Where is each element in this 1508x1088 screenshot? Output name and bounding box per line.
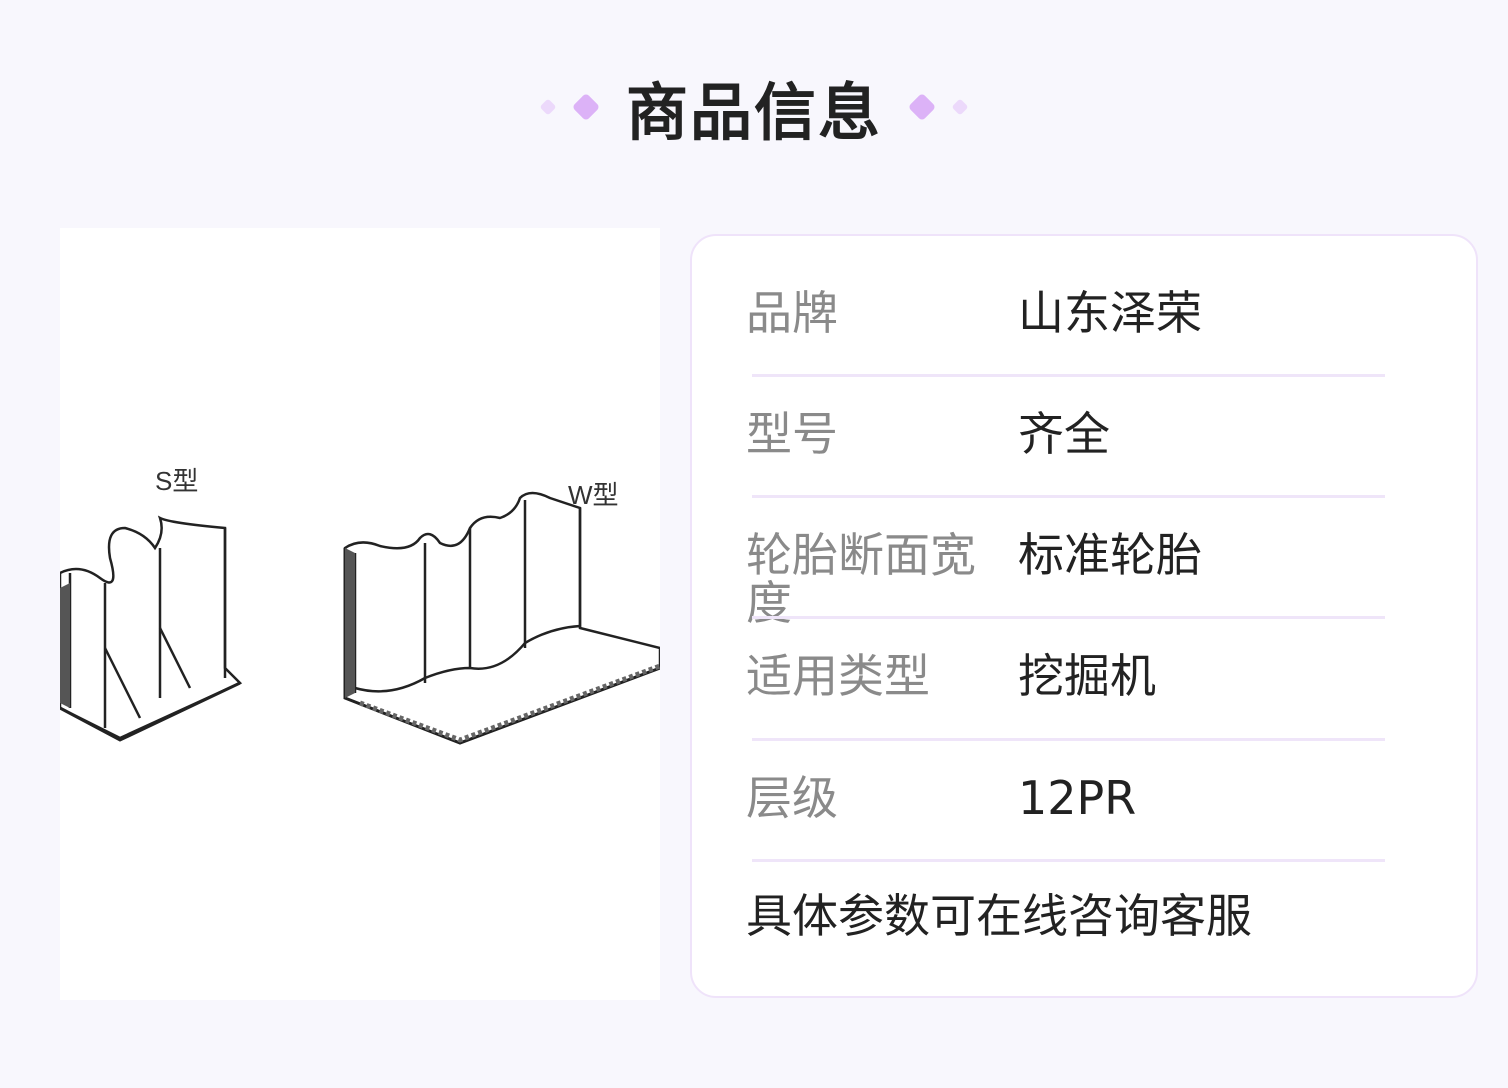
spec-row-application: 适用类型 挖掘机: [746, 616, 1386, 737]
label-s-type: S型: [155, 466, 198, 496]
spec-value: 挖掘机: [1018, 649, 1156, 703]
divider: [752, 616, 1385, 619]
divider: [752, 374, 1385, 377]
spec-card: 品牌 山东泽荣 型号 齐全 轮胎断面宽度 标准轮胎 适用类型 挖掘机 层级 12…: [690, 234, 1478, 998]
spec-value: 齐全: [1018, 407, 1110, 461]
label-w-type: W型: [568, 480, 619, 510]
diamond-icon: [571, 92, 601, 122]
spec-value: 标准轮胎: [1018, 528, 1202, 582]
section-header: 商品信息: [0, 62, 1508, 152]
divider: [752, 738, 1385, 741]
w-type-sidewall-drawing: [343, 491, 662, 745]
section-title: 商品信息: [625, 76, 882, 149]
s-type-sidewall-drawing: [58, 515, 243, 742]
spec-label: 层级: [746, 771, 838, 825]
spec-value: 12PR: [1018, 771, 1137, 825]
spec-label: 适用类型: [746, 649, 930, 703]
diamond-icon: [539, 98, 557, 116]
spec-label: 型号: [746, 407, 838, 461]
divider: [752, 495, 1385, 498]
diamond-icon: [907, 92, 937, 122]
spec-row-section-width: 轮胎断面宽度 标准轮胎: [746, 495, 1386, 627]
spec-label: 品牌: [746, 286, 838, 340]
product-image: S型 W型: [58, 228, 662, 1000]
footer-note: 具体参数可在线咨询客服: [746, 889, 1252, 943]
spec-row-ply: 层级 12PR: [746, 738, 1386, 859]
diamond-icon: [951, 98, 969, 116]
spec-value: 山东泽荣: [1018, 286, 1202, 340]
spec-row-brand: 品牌 山东泽荣: [746, 253, 1386, 374]
divider: [752, 859, 1385, 862]
spec-label: 轮胎断面宽度: [746, 528, 976, 630]
spec-row-model: 型号 齐全: [746, 374, 1386, 495]
